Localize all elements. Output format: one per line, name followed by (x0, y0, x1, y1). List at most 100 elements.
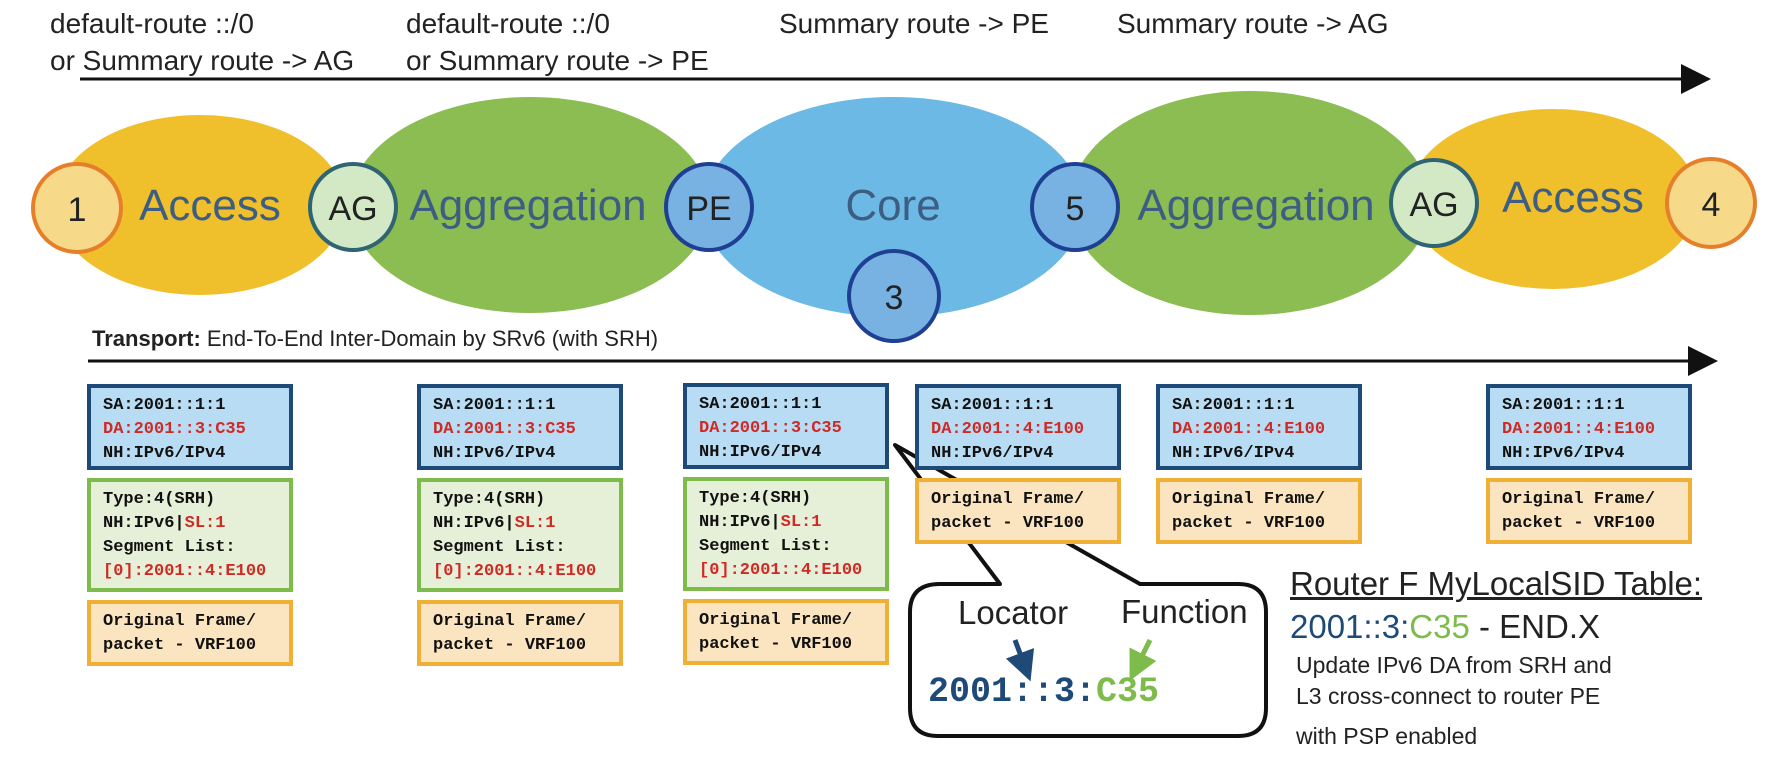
source-address: SA:2001::1:1 (931, 396, 1054, 415)
destination-address: DA:2001::3:C35 (699, 419, 842, 438)
access-left-label: Access (139, 181, 281, 230)
svg-text:4: 4 (1702, 186, 1721, 224)
route-label-4: Summary route -> AG (1117, 5, 1389, 42)
svg-text:AG: AG (1409, 186, 1458, 224)
srh-segments-left: SL:1 (514, 514, 556, 533)
sid-function: C35 (1409, 608, 1470, 645)
route-label-1-line2: or Summary route -> AG (50, 45, 355, 76)
source-address: SA:2001::1:1 (433, 396, 556, 415)
svg-text:3: 3 (885, 279, 904, 317)
payload-line1: Original Frame/ (433, 612, 587, 631)
payload-line2: packet - VRF100 (103, 636, 257, 655)
sid-entry: 2001::3:C35 - END.X (1290, 608, 1600, 646)
locator-label: Locator (958, 594, 1069, 631)
node-ag-left: AG (308, 162, 398, 252)
locator-pointer-arrow (1005, 639, 1035, 682)
packet-stack-4: SA:2001::1:1 DA:2001::4:E100 NH:IPv6/IPv… (915, 384, 1121, 544)
packet-stack-1: SA:2001::1:1 DA:2001::3:C35 NH:IPv6/IPv4… (87, 384, 293, 666)
destination-address: DA:2001::4:E100 (1502, 420, 1656, 439)
srh-segments-left: SL:1 (780, 513, 822, 532)
destination-address: DA:2001::3:C35 (103, 420, 246, 439)
ipv6-header: SA:2001::1:1 DA:2001::3:C35 NH:IPv6/IPv4 (417, 384, 623, 470)
payload-line1: Original Frame/ (931, 490, 1085, 509)
source-address: SA:2001::1:1 (1502, 396, 1625, 415)
node-pe: PE (664, 162, 754, 252)
svg-text:AG: AG (328, 190, 377, 228)
sid-description-line1: Update IPv6 DA from SRH and (1296, 652, 1612, 678)
route-label-2-line2: or Summary route -> PE (406, 45, 709, 76)
packet-stack-6: SA:2001::1:1 DA:2001::4:E100 NH:IPv6/IPv… (1486, 384, 1692, 544)
srh-header: Type:4(SRH) NH:IPv6|SL:1 Segment List: [… (87, 478, 293, 592)
next-header: NH:IPv6/IPv4 (103, 444, 226, 463)
destination-address: DA:2001::4:E100 (931, 420, 1085, 439)
next-header: NH:IPv6/IPv4 (699, 443, 822, 462)
srh-nh-text: NH:IPv6| (103, 514, 185, 533)
payload-block: Original Frame/ packet - VRF100 (915, 478, 1121, 544)
next-header: NH:IPv6/IPv4 (1502, 444, 1625, 463)
srh-segment-entry: [0]:2001::4:E100 (433, 562, 597, 581)
payload-line2: packet - VRF100 (931, 514, 1085, 533)
payload-line1: Original Frame/ (1172, 490, 1326, 509)
node-5: 5 (1030, 162, 1120, 252)
srh-nh-text: NH:IPv6| (699, 513, 781, 532)
ipv6-header: SA:2001::1:1 DA:2001::3:C35 NH:IPv6/IPv4 (87, 384, 293, 470)
srh-type: Type:4(SRH) (699, 489, 812, 508)
transport-label: Transport: End-To-End Inter-Domain by SR… (92, 326, 658, 352)
destination-address: DA:2001::3:C35 (433, 420, 576, 439)
payload-block: Original Frame/ packet - VRF100 (87, 600, 293, 666)
payload-line1: Original Frame/ (699, 611, 853, 630)
next-header: NH:IPv6/IPv4 (931, 444, 1054, 463)
transport-label-text: End-To-End Inter-Domain by SRv6 (with SR… (200, 326, 659, 351)
function-label: Function (1121, 593, 1248, 630)
packet-stack-3: SA:2001::1:1 DA:2001::3:C35 NH:IPv6/IPv4… (683, 383, 889, 665)
packet-stack-2: SA:2001::1:1 DA:2001::3:C35 NH:IPv6/IPv4… (417, 384, 623, 666)
route-label-4-line1: Summary route -> AG (1117, 8, 1389, 39)
svg-text:PE: PE (686, 190, 731, 228)
srh-segment-entry: [0]:2001::4:E100 (699, 561, 863, 580)
srh-header: Type:4(SRH) NH:IPv6|SL:1 Segment List: [… (417, 478, 623, 592)
svg-text:5: 5 (1066, 190, 1085, 228)
ipv6-header: SA:2001::1:1 DA:2001::4:E100 NH:IPv6/IPv… (1486, 384, 1692, 470)
access-right-label: Access (1502, 173, 1644, 222)
srh-segments-left: SL:1 (184, 514, 226, 533)
sid-description-line2: L3 cross-connect to router PE (1296, 683, 1601, 709)
route-label-1-line1: default-route ::/0 (50, 8, 254, 39)
payload-block: Original Frame/ packet - VRF100 (1156, 478, 1362, 544)
route-label-2: default-route ::/0 or Summary route -> P… (406, 5, 709, 79)
core-label: Core (845, 181, 940, 230)
route-label-3-line1: Summary route -> PE (779, 8, 1049, 39)
source-address: SA:2001::1:1 (1172, 396, 1295, 415)
srh-header: Type:4(SRH) NH:IPv6|SL:1 Segment List: [… (683, 477, 889, 591)
aggregation-right-label: Aggregation (1137, 181, 1374, 230)
packet-stack-5: SA:2001::1:1 DA:2001::4:E100 NH:IPv6/IPv… (1156, 384, 1362, 544)
node-4: 4 (1665, 157, 1757, 249)
srh-type: Type:4(SRH) (433, 490, 546, 509)
source-address: SA:2001::1:1 (103, 396, 226, 415)
access-left-domain (55, 115, 345, 295)
sid-table-title: Router F MyLocalSID Table: (1290, 565, 1703, 602)
payload-line2: packet - VRF100 (1502, 514, 1656, 533)
route-label-3: Summary route -> PE (779, 5, 1049, 42)
aggregation-left-domain (350, 97, 710, 313)
transport-label-bold: Transport: (92, 326, 201, 351)
srh-segment-list-label: Segment List: (433, 538, 566, 557)
payload-line1: Original Frame/ (1502, 490, 1656, 509)
ipv6-header: SA:2001::1:1 DA:2001::3:C35 NH:IPv6/IPv4 (683, 383, 889, 469)
sid-behavior: - END.X (1469, 608, 1601, 645)
access-right-domain (1408, 109, 1698, 289)
aggregation-left-label: Aggregation (409, 181, 646, 230)
node-1: 1 (31, 162, 123, 254)
destination-address: DA:2001::4:E100 (1172, 420, 1326, 439)
payload-block: Original Frame/ packet - VRF100 (1486, 478, 1692, 544)
srh-next-header: NH:IPv6|SL:1 (103, 512, 277, 536)
sid-locator: 2001::3: (1290, 608, 1410, 645)
callout-function: C35 (1096, 672, 1160, 712)
source-address: SA:2001::1:1 (699, 395, 822, 414)
payload-line1: Original Frame/ (103, 612, 257, 631)
callout-locator: 2001::3: (928, 672, 1097, 712)
next-header: NH:IPv6/IPv4 (433, 444, 556, 463)
sid-description-line3: with PSP enabled (1296, 723, 1478, 749)
srh-segment-list-label: Segment List: (103, 538, 236, 557)
node-3: 3 (847, 249, 941, 343)
